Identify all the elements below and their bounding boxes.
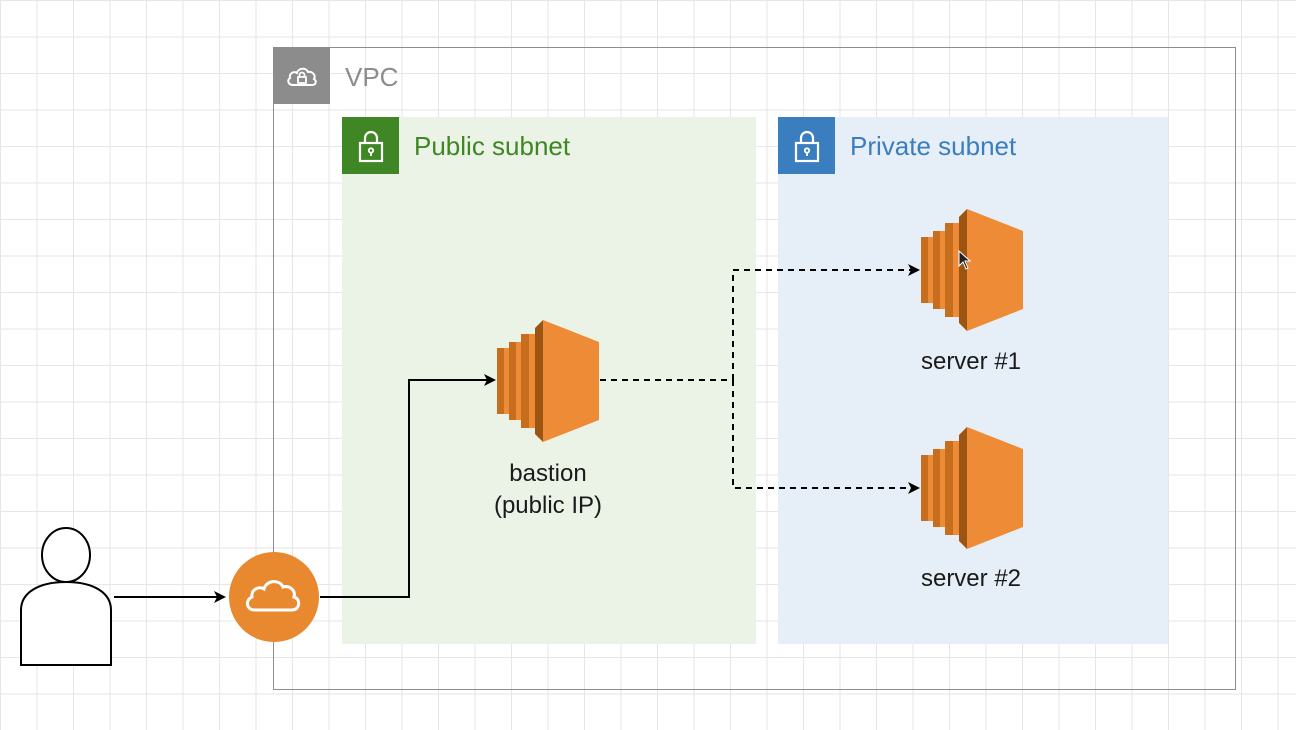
vpc-boundary (273, 47, 1236, 690)
server1-ec2-icon (921, 209, 1023, 331)
public-lock-icon (342, 117, 399, 174)
public-subnet-label: Public subnet (414, 131, 571, 161)
user-icon (20, 527, 112, 666)
internet-gateway-cloud-icon (229, 552, 319, 642)
private-subnet-area (778, 117, 1168, 644)
vpc-label: VPC (345, 62, 399, 92)
private-subnet-label: Private subnet (850, 131, 1017, 161)
cloud-lock-icon (273, 47, 330, 104)
bastion-label-ip: (public IP) (493, 492, 603, 519)
server1-label: server #1 (920, 348, 1022, 375)
bastion-label: bastion (public IP) (468, 458, 628, 522)
bastion-label-name: bastion (509, 460, 587, 487)
mouse-cursor-icon (958, 250, 972, 270)
bastion-ec2-icon (497, 320, 599, 442)
private-lock-icon (778, 117, 835, 174)
server2-ec2-icon (921, 427, 1023, 549)
edge-gateway-to-bastion (320, 374, 496, 598)
edge-bastion-to-server1 (732, 264, 920, 380)
edge-bastion-to-server2 (732, 380, 920, 494)
server2-label: server #2 (920, 565, 1022, 592)
